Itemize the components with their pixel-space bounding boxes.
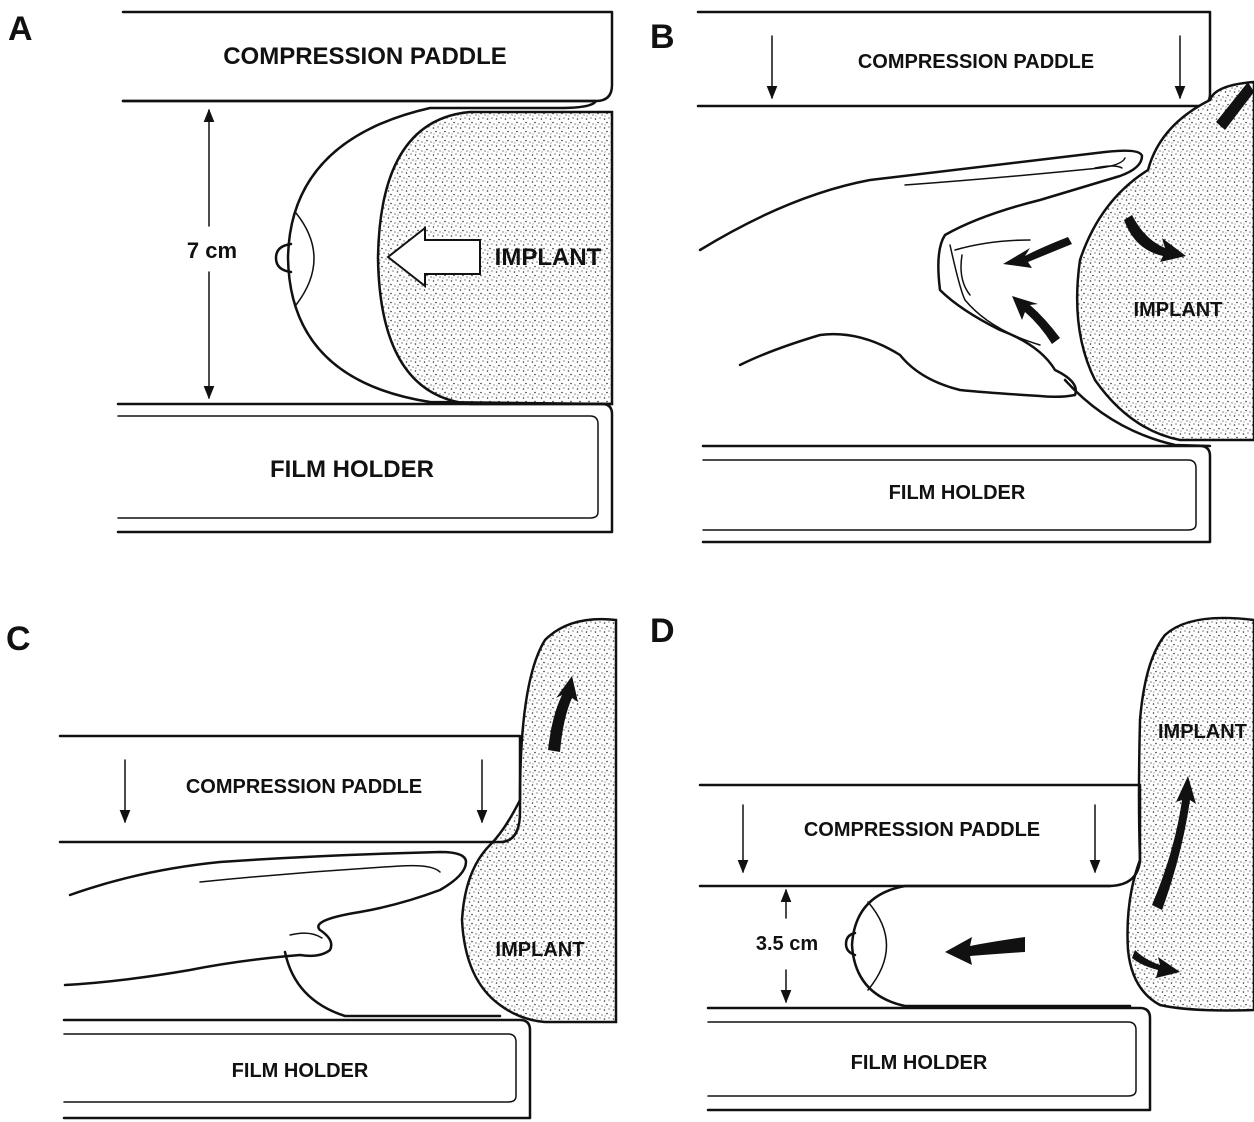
panel-d: D COMPRESSION PADDLE 3.5 cm IMPLANT FILM… bbox=[650, 612, 1254, 1110]
implant-label-b: IMPLANT bbox=[1134, 299, 1223, 321]
implant-label-d: IMPLANT bbox=[1158, 721, 1247, 743]
implant-b bbox=[1077, 82, 1254, 440]
film-holder-label-d: FILM HOLDER bbox=[851, 1052, 988, 1074]
implant-label-a: IMPLANT bbox=[495, 244, 602, 271]
implant-c bbox=[462, 619, 616, 1022]
implant-d bbox=[1128, 618, 1254, 1011]
panel-c: C COMPRESSION PADDLE IMPLANT FILM HOLDER bbox=[6, 619, 616, 1118]
compression-paddle-label-a: COMPRESSION PADDLE bbox=[223, 43, 507, 70]
panel-letter-d: D bbox=[650, 612, 675, 650]
nipple-areola-a bbox=[296, 213, 314, 305]
panel-a: A COMPRESSION PADDLE FILM HOLDER 7 cm IM… bbox=[8, 10, 612, 532]
measure-label-d: 3.5 cm bbox=[756, 933, 818, 955]
push-arrow-b-upper bbox=[1003, 237, 1072, 268]
compression-paddle-label-d: COMPRESSION PADDLE bbox=[804, 819, 1040, 841]
panel-b: B COMPRESSION PADDLE IMPLANT FILM HOLDER bbox=[650, 12, 1254, 542]
hand-c-finger bbox=[200, 866, 440, 882]
film-holder-label-b: FILM HOLDER bbox=[889, 482, 1026, 504]
film-holder-label-c: FILM HOLDER bbox=[232, 1060, 369, 1082]
hand-c-thumbnail bbox=[290, 933, 322, 938]
implant-label-c: IMPLANT bbox=[496, 939, 585, 961]
hand-b bbox=[700, 151, 1142, 397]
panel-letter-a: A bbox=[8, 10, 33, 48]
compression-paddle-label-c: COMPRESSION PADDLE bbox=[186, 776, 422, 798]
push-arrow-b-lower bbox=[1012, 296, 1060, 344]
nipple-areola-d bbox=[868, 902, 887, 990]
panel-letter-b: B bbox=[650, 18, 675, 56]
hand-c bbox=[65, 852, 466, 985]
film-holder-label-a: FILM HOLDER bbox=[270, 456, 434, 483]
push-arrow-d bbox=[945, 937, 1025, 965]
measure-label-a: 7 cm bbox=[187, 238, 237, 263]
panel-letter-c: C bbox=[6, 620, 31, 658]
breast-c bbox=[285, 952, 500, 1016]
compression-paddle-label-b: COMPRESSION PADDLE bbox=[858, 51, 1094, 73]
